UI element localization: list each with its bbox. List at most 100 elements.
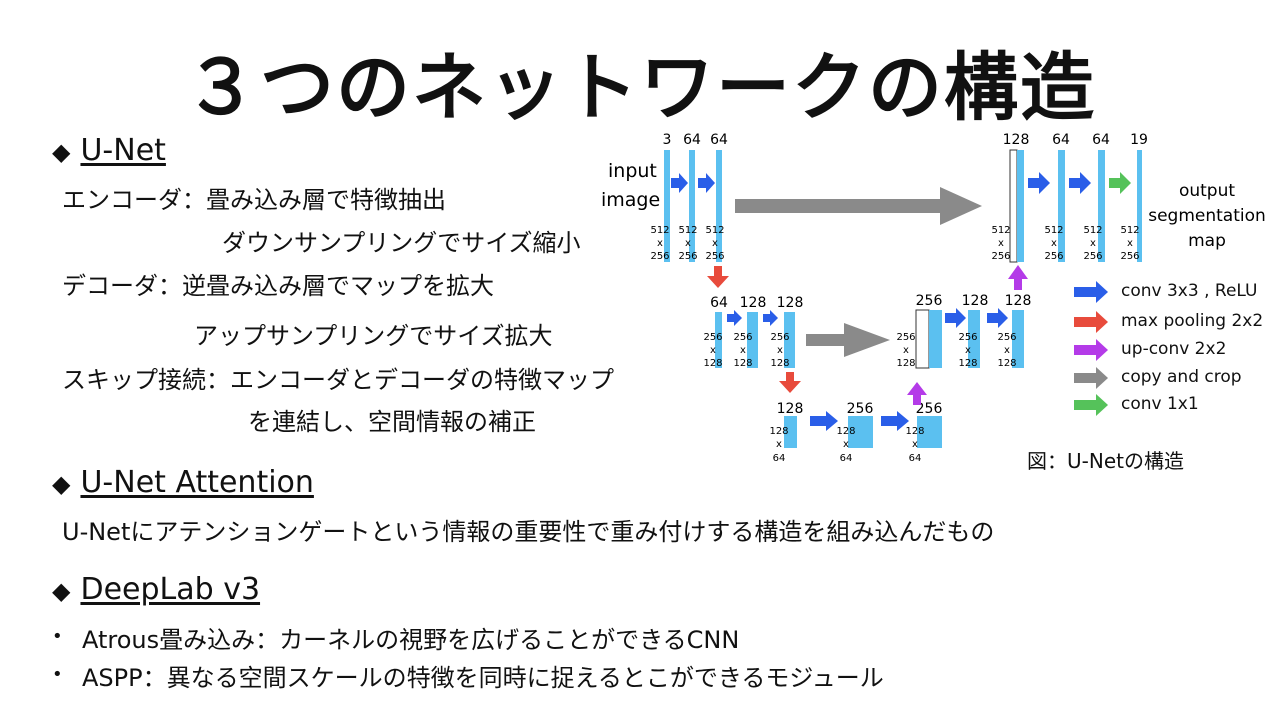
encoder-level-2: 64 128 128 256 x 128 256 x 128 256 x 128 [703,295,803,369]
copy-crop-arrow-icon [806,323,890,357]
size-label: x [965,345,971,356]
conv-arrow-icon [671,173,688,193]
feature-map [968,310,980,368]
size-label: x [710,345,716,356]
size-label: 512 [650,225,669,236]
size-label: 256 [997,332,1016,343]
size-label: 512 [705,225,724,236]
unet-line-encoder: エンコーダ：畳み込み層で特徴抽出 [62,186,446,214]
size-label: 128 [770,358,789,369]
feature-map [689,150,695,262]
size-label: x [998,238,1004,249]
unet-heading-text: U-Net [80,133,166,168]
legend-conv-arrow-icon [1074,281,1108,303]
upconv-arrow-icon [907,382,927,405]
size-label: 512 [1044,225,1063,236]
maxpool-arrow-icon [779,372,801,393]
feature-map [1012,310,1024,368]
conv-arrow-icon [987,308,1008,328]
input-label: input [608,160,657,182]
size-label: x [777,345,783,356]
feature-map [715,312,722,368]
upconv-arrow-icon [1008,265,1028,290]
channel-label: 128 [962,293,989,309]
encoder-level-1: 3 64 64 512 x 256 512 x 256 512 x 256 in… [601,132,728,262]
size-label: 128 [958,358,977,369]
unet-line-concat: を連結し、空間情報の補正 [248,408,536,436]
channel-label: 128 [1005,293,1032,309]
feature-map [848,416,873,448]
legend-label-conv: conv 3x3 , ReLU [1121,281,1258,301]
output-label: output [1179,181,1235,201]
diamond-bullet-icon: ◆ [52,577,71,605]
size-label: 64 [909,453,922,464]
legend-conv1x1-arrow-icon [1074,394,1108,416]
feature-map [716,150,722,262]
size-label: x [776,439,782,450]
size-label: 128 [836,426,855,437]
conv-arrow-icon [727,310,742,326]
copied-feature-map [1009,149,1018,263]
output-label: map [1188,231,1226,251]
feature-map [784,312,795,368]
size-label: x [712,238,718,249]
channel-label: 128 [740,295,767,311]
size-label: 512 [1083,225,1102,236]
size-label: 128 [703,358,722,369]
size-label: 64 [773,453,786,464]
legend-label-upconv: up-conv 2x2 [1121,339,1227,359]
copied-feature-map [915,309,930,369]
size-label: x [1127,238,1133,249]
decoder-level-2: 256 128 128 256 x 128 256 x 128 256 x 12… [896,293,1031,369]
size-label: x [843,439,849,450]
size-label: 128 [997,358,1016,369]
size-label: 64 [840,453,853,464]
slide-title: ３つのネットワークの構造 [184,45,1096,131]
conv-arrow-icon [810,411,838,431]
conv1x1-arrow-icon [1109,172,1131,194]
size-label: 512 [1120,225,1139,236]
legend-label-conv1x1: conv 1x1 [1121,394,1199,414]
size-label: 256 [991,251,1010,262]
feature-map [1017,150,1024,262]
decoder-level-1: 128 64 64 19 512 x 256 512 x 256 512 x 2… [991,132,1266,263]
size-label: 128 [769,426,788,437]
maxpool-arrow-icon [707,266,729,288]
size-label: x [685,238,691,249]
feature-map [1058,150,1065,262]
legend [1074,281,1108,416]
feature-map [1098,150,1105,262]
unet-line-skip: スキップ接続：エンコーダとデコーダの特徴マップ [62,366,614,394]
legend-label-copy: copy and crop [1121,367,1242,387]
size-label: x [1004,345,1010,356]
unet-line-decoder: デコーダ：逆畳み込み層でマップを拡大 [62,272,494,300]
size-label: 512 [678,225,697,236]
legend-label-maxpool: max pooling 2x2 [1121,311,1264,331]
deeplab-bullet-atrous: Atrous畳み込み：カーネルの視野を広げることができるCNN [82,626,740,654]
bullet-dot-icon: • [52,664,63,685]
channel-label: 256 [916,293,943,309]
conv-arrow-icon [881,411,909,431]
size-label: x [912,439,918,450]
size-label: 256 [1044,251,1063,262]
size-label: x [1051,238,1057,249]
feature-map [747,312,758,368]
feature-map [784,416,797,448]
size-label: 256 [958,332,977,343]
size-label: x [903,345,909,356]
size-label: 256 [703,332,722,343]
deeplab-heading: ◆DeepLab v3 [52,572,260,607]
conv-arrow-icon [698,173,715,193]
size-label: 256 [770,332,789,343]
size-label: 128 [896,358,915,369]
feature-map [664,150,670,262]
unet-line-upsample: アップサンプリングでサイズ拡大 [194,322,553,350]
conv-arrow-icon [1069,172,1091,194]
channel-label: 128 [777,401,804,417]
conv-arrow-icon [1028,172,1050,194]
channel-label: 64 [710,295,728,311]
output-label: segmentation [1148,206,1266,226]
attention-heading: ◆U-Net Attention [52,465,314,500]
legend-copy-arrow-icon [1074,367,1108,389]
conv-arrow-icon [945,308,966,328]
